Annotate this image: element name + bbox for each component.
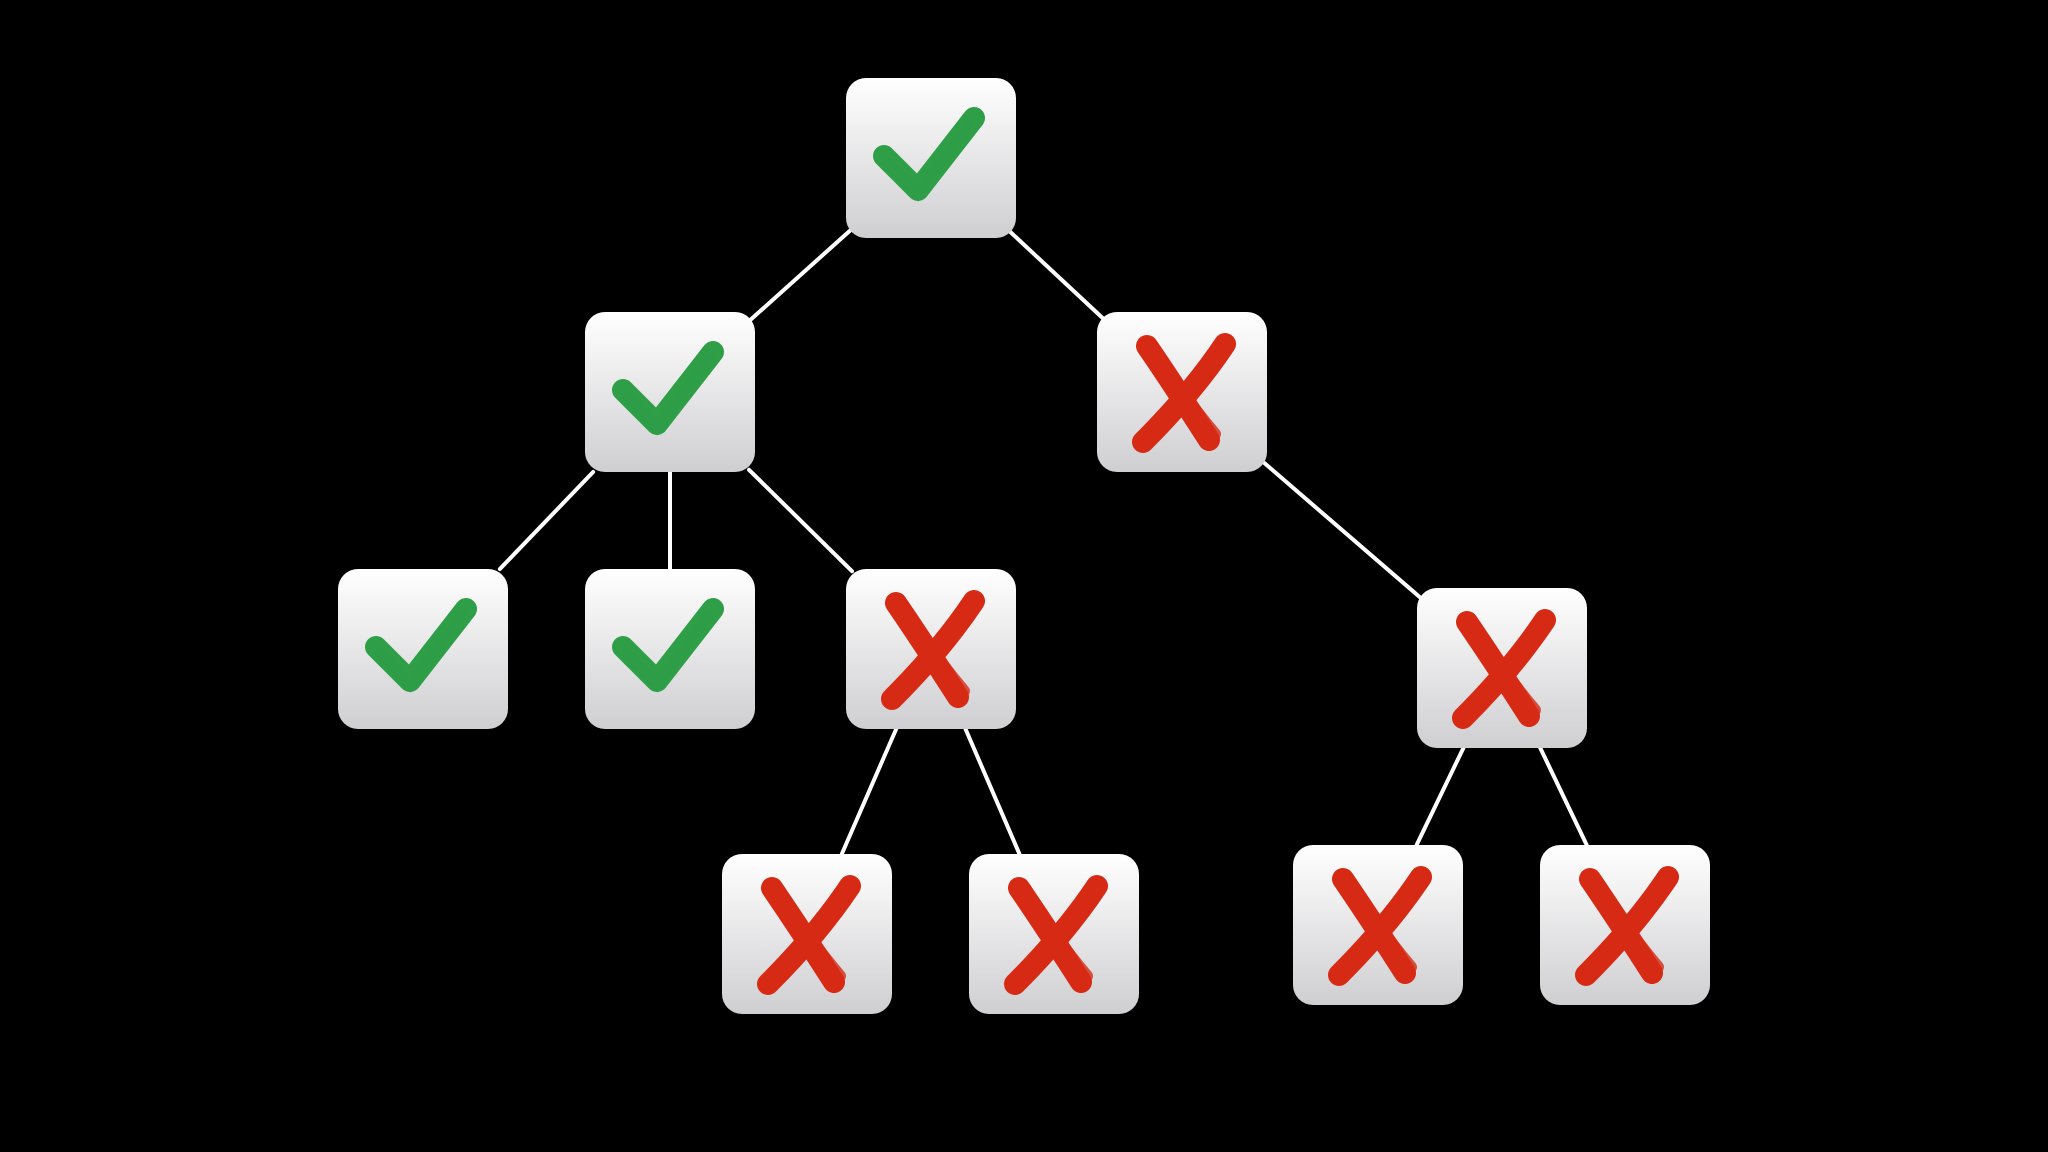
tree-node-right-a-a	[1293, 845, 1463, 1005]
tree-node-left-a	[338, 569, 508, 729]
edge-right-a-to-right-a-a	[1414, 746, 1466, 847]
edge-right-a-to-right-a-b	[1538, 746, 1589, 847]
cross-mark-icon	[1575, 866, 1679, 986]
tree-node-left-c-a	[722, 854, 892, 1014]
tree-node-left-b	[585, 569, 755, 729]
cross-mark-icon	[1132, 333, 1236, 453]
tree-node-left	[585, 312, 755, 472]
check-mark-icon	[365, 598, 477, 693]
tree-node-right-a-b	[1540, 845, 1710, 1005]
tree-node-left-c	[846, 569, 1016, 729]
edge-root-to-left	[747, 226, 854, 324]
tree-node-right-a	[1417, 588, 1587, 748]
tree-node-left-c-b	[969, 854, 1139, 1014]
tree-node-root	[846, 78, 1016, 238]
edge-left-to-left-c	[747, 467, 854, 574]
check-mark-icon	[873, 107, 985, 202]
edge-left-c-to-left-c-a	[839, 727, 899, 856]
edge-right-to-right-a	[1259, 458, 1425, 602]
check-mark-icon	[612, 341, 724, 436]
edge-root-to-right	[1008, 229, 1105, 321]
tree-node-right	[1097, 312, 1267, 472]
edge-left-c-to-left-c-b	[963, 727, 1022, 856]
edge-left-to-left-a	[497, 470, 596, 571]
edges-layer	[497, 226, 1589, 856]
nodes-layer	[338, 78, 1710, 1014]
cross-mark-icon	[881, 590, 985, 710]
cross-mark-icon	[1452, 609, 1556, 729]
check-mark-icon	[612, 598, 724, 693]
cross-mark-icon	[1004, 875, 1108, 995]
cross-mark-icon	[757, 875, 861, 995]
cross-mark-icon	[1328, 866, 1432, 986]
